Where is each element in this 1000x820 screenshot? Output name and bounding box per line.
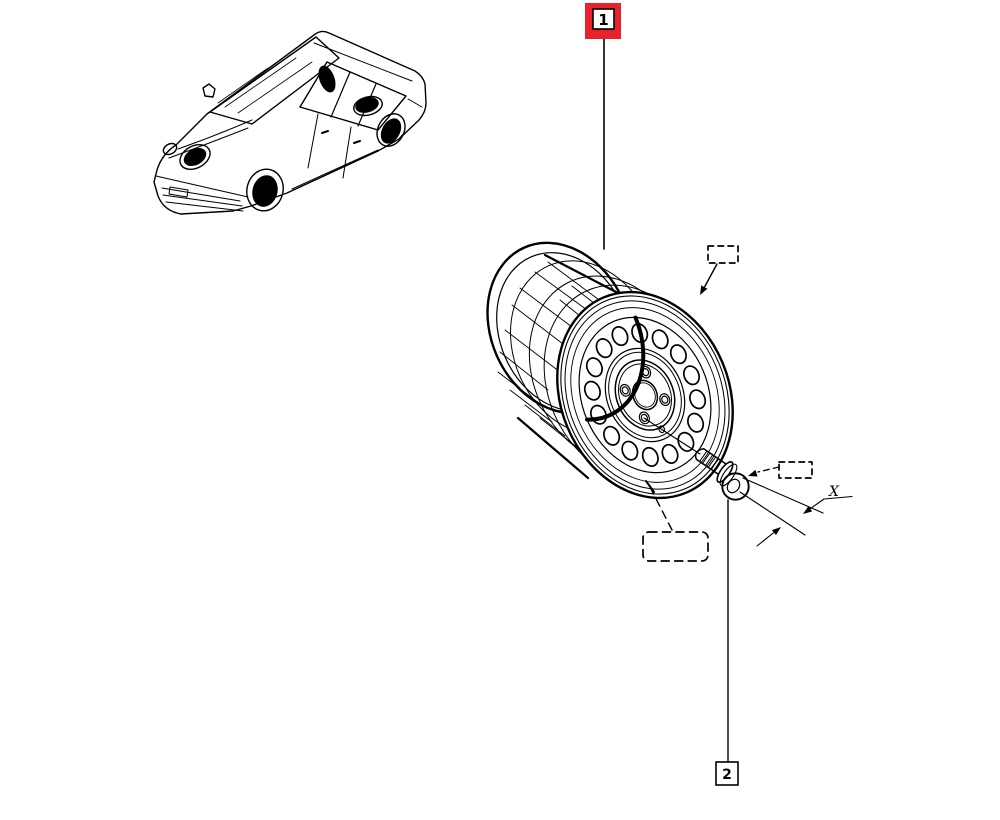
car-body-outline xyxy=(153,30,427,215)
car-roof-marker xyxy=(318,65,336,93)
wheel-vent-holes xyxy=(583,323,707,467)
bolt-threads xyxy=(699,450,722,472)
ref-box-bolt-arrowhead xyxy=(748,469,758,477)
car-rear-wheel xyxy=(380,118,402,144)
wheel-bolt-holes xyxy=(619,365,671,425)
car-windshield xyxy=(209,36,340,125)
car-door-lines xyxy=(291,113,379,190)
car-headlight-outline xyxy=(179,144,211,170)
car-rear-wheel-arch xyxy=(376,113,406,147)
ref-box-rim[interactable] xyxy=(700,245,739,295)
dimension-arrowhead-2 xyxy=(772,527,781,536)
car-hood-lines xyxy=(168,119,253,159)
ref-box-bolt-rect[interactable] xyxy=(778,461,813,479)
wheel-face xyxy=(556,290,734,500)
callout-1-inner-box xyxy=(592,8,615,30)
ref-box-rim-arrowhead xyxy=(700,285,708,295)
dimension-x: X xyxy=(739,477,853,547)
ref-box-bolt-arrow-shaft xyxy=(757,466,780,473)
dimension-x-label: X xyxy=(828,484,840,500)
ref-box-rim-arrow-shaft xyxy=(703,263,718,289)
callout-2[interactable]: 2 xyxy=(715,499,739,786)
wheel-center-bore xyxy=(631,379,659,411)
bolt-illustration xyxy=(643,417,750,501)
bolt-shank xyxy=(694,447,727,476)
callout-2-box[interactable] xyxy=(715,761,739,786)
car-mirror xyxy=(202,83,216,98)
ref-box-rim-rect[interactable] xyxy=(707,245,739,264)
wheel-well-shadow-arc xyxy=(585,315,646,422)
wheel-illustration xyxy=(486,241,734,500)
ref-box-wheel-rect[interactable] xyxy=(642,531,709,562)
car-side-windows xyxy=(299,61,407,131)
wheel-barrel-tangents xyxy=(516,253,620,480)
ref-box-wheel-leader xyxy=(649,486,673,531)
dimension-extension-lines xyxy=(739,477,824,536)
car-illustration xyxy=(153,30,427,215)
dimension-x-underline xyxy=(823,495,853,500)
car-front-wheel-arch xyxy=(246,168,284,212)
car-small-lamp xyxy=(162,142,178,156)
car-front-wheel xyxy=(252,175,278,207)
car-quarter-marker-outline xyxy=(353,95,383,117)
car-quarter-marker xyxy=(355,97,379,113)
car-rear-lamp xyxy=(397,98,423,141)
car-headlight-blob xyxy=(183,147,207,167)
car-windshield-hatch xyxy=(217,57,313,114)
bolt-head-socket xyxy=(726,478,741,494)
wheel-valve-hole xyxy=(658,425,666,434)
bolt-head xyxy=(721,472,750,501)
ref-box-bolt[interactable] xyxy=(748,461,813,479)
dimension-arrowhead-1 xyxy=(803,506,813,514)
callout-2-label: 2 xyxy=(722,767,732,783)
car-grille-lines xyxy=(155,175,249,212)
callout-1-label: 1 xyxy=(598,11,608,29)
car-plate xyxy=(168,186,189,198)
ref-box-wheel-bottom[interactable] xyxy=(642,480,709,562)
dimension-arrow2-shaft xyxy=(756,529,778,547)
car-door-handles xyxy=(321,130,361,144)
callout-1[interactable]: 1 xyxy=(585,3,621,250)
bolt-leader-line xyxy=(643,417,701,455)
